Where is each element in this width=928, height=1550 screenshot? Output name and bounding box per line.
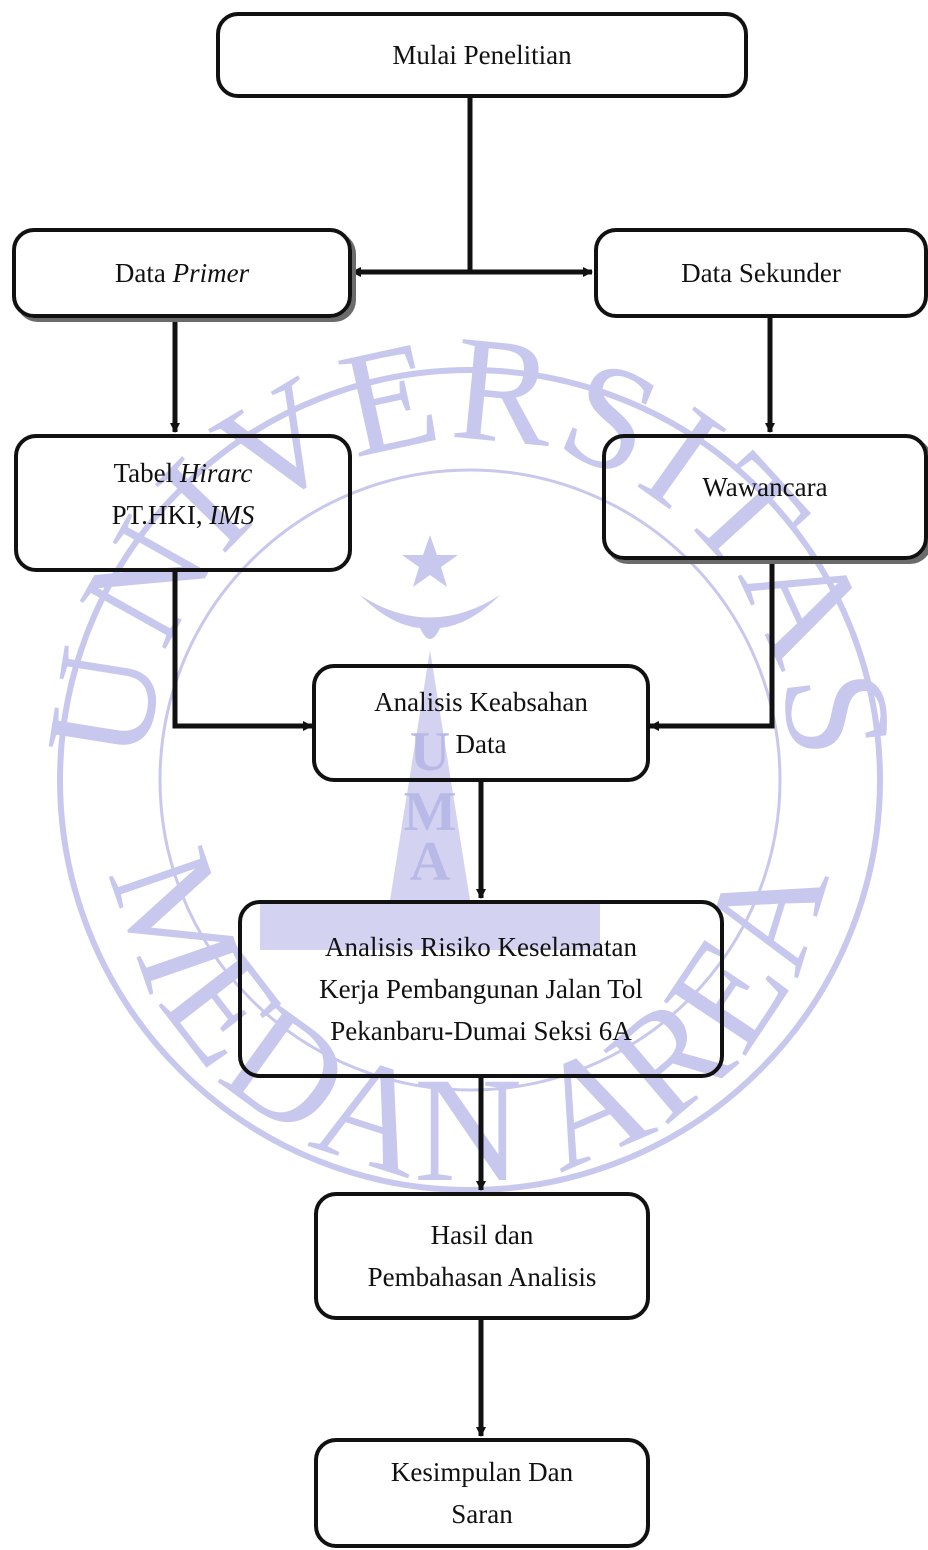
node-hirarc-l1-prefix: Tabel (113, 458, 180, 488)
node-hirarc-l1-italic: Hirarc (179, 458, 253, 488)
node-results-line1: Hasil dan (430, 1220, 534, 1250)
watermark-star-icon (402, 535, 458, 587)
node-conclusion-line2: Saran (451, 1499, 513, 1529)
node-start: Mulai Penelitian (216, 12, 748, 98)
node-secondary-data: Data Sekunder (594, 228, 928, 318)
node-primary-prefix: Data (114, 258, 173, 288)
watermark-monument-icon (260, 650, 600, 950)
node-results: Hasil dan Pembahasan Analisis (314, 1192, 650, 1320)
arrow-hirarc-validity (172, 572, 313, 731)
node-hirarc-l2-italic: IMS (209, 500, 255, 530)
node-hirarc-l2-prefix: PT.HKI, (111, 500, 210, 530)
node-interview: Wawancara (602, 434, 928, 560)
node-hirarc-table: Tabel Hirarc PT.HKI, IMS (14, 434, 352, 572)
node-risk-analysis: Analisis Risiko Keselamatan Kerja Pemban… (238, 900, 724, 1078)
node-risk-line3: Pekanbaru-Dumai Seksi 6A (330, 1016, 632, 1046)
watermark-letter-a: A (410, 831, 451, 893)
node-hirarc-line2: PT.HKI, IMS (112, 494, 255, 536)
node-validity-line1: Analisis Keabsahan (374, 687, 588, 717)
node-interview-label: Wawancara (702, 472, 828, 502)
node-primary-italic: Primer (172, 258, 250, 288)
node-risk-line1: Analisis Risiko Keselamatan (325, 932, 637, 962)
watermark-letter-m: M (404, 781, 457, 843)
watermark-letter-u: U (410, 721, 450, 783)
node-results-line2: Pembahasan Analisis (367, 1262, 597, 1292)
node-risk-line2: Kerja Pembangunan Jalan Tol (319, 974, 643, 1004)
watermark-eagle-icon (360, 595, 500, 639)
arrow-interview-validity (649, 560, 775, 731)
node-data-validity: Analisis Keabsahan Data (312, 664, 650, 782)
node-hirarc-line1: Tabel Hirarc (112, 452, 255, 494)
node-primary-data: Data Primer (12, 228, 352, 318)
node-conclusion-line1: Kesimpulan Dan (390, 1457, 574, 1487)
node-conclusion: Kesimpulan Dan Saran (314, 1438, 650, 1548)
node-primary-label: Data Primer (115, 252, 249, 294)
node-start-label: Mulai Penelitian (392, 40, 572, 70)
node-validity-line2: Data (455, 729, 507, 759)
node-secondary-label: Data Sekunder (681, 258, 841, 288)
